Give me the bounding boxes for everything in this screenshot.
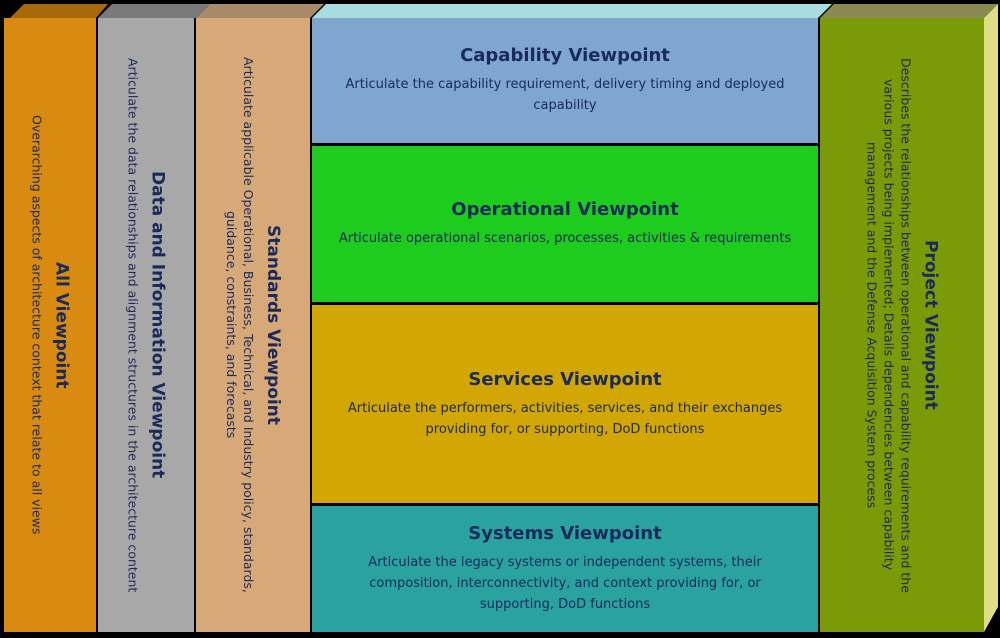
all-top-face — [10, 4, 108, 18]
center-top-face — [312, 4, 832, 18]
operational-viewpoint: Operational Viewpoint Articulate operati… — [312, 146, 818, 302]
project-title: Project Viewpoint — [920, 240, 941, 410]
project-side-face — [984, 4, 998, 632]
capability-desc: Articulate the capability requirement, d… — [345, 77, 785, 113]
standards-desc: Articulate applicable Operational, Busin… — [224, 57, 256, 593]
project-top-face — [820, 4, 998, 18]
services-title: Services Viewpoint — [468, 368, 662, 390]
operational-desc: Articulate operational scenarios, proces… — [338, 231, 792, 246]
capability-title: Capability Viewpoint — [460, 45, 670, 66]
systems-desc: Articulate the legacy systems or indepen… — [368, 555, 762, 612]
services-desc: Articulate the performers, activities, s… — [347, 400, 783, 437]
all-viewpoint: All Viewpoint Overarching aspects of arch… — [4, 18, 96, 632]
operational-title: Operational Viewpoint — [451, 199, 679, 220]
data-top-face — [98, 4, 210, 18]
capability-viewpoint: Capability Viewpoint Articulate the capa… — [312, 18, 818, 143]
all-desc: Overarching aspects of architecture cont… — [29, 115, 45, 535]
project-desc: Describes the relationships between oper… — [864, 57, 914, 593]
standards-title: Standards Viewpoint — [263, 225, 283, 425]
services-viewpoint: Services Viewpoint Articulate the perfor… — [312, 305, 818, 503]
project-viewpoint: Project Viewpoint Describes the relations… — [820, 18, 984, 632]
all-title: All Viewpoint — [51, 261, 72, 389]
systems-viewpoint: Systems Viewpoint Articulate the legacy … — [312, 506, 818, 632]
data-viewpoint: Data and Information Viewpoint Articulate… — [98, 18, 194, 632]
data-title: Data and Information Viewpoint — [147, 171, 168, 479]
standards-viewpoint: Standards Viewpoint Articulate applicable… — [196, 18, 310, 632]
standards-top-face — [196, 4, 324, 18]
systems-title: Systems Viewpoint — [468, 523, 662, 544]
data-desc: Articulate the data relationships and al… — [125, 57, 141, 593]
